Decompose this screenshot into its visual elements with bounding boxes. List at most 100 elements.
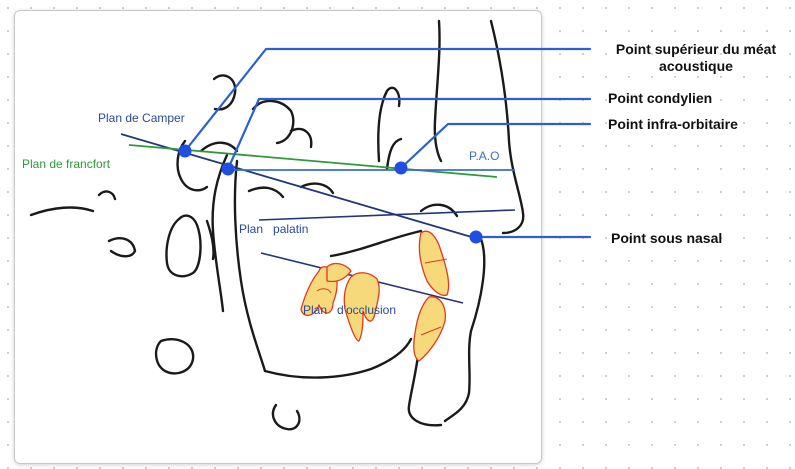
grid-dot — [582, 329, 584, 331]
grid-dot — [559, 30, 561, 32]
grid-dot — [7, 237, 9, 239]
francfort-plane-label: Plan de francfort — [22, 157, 111, 171]
grid-dot — [766, 421, 768, 423]
grid-dot — [628, 329, 630, 331]
grid-dot — [766, 260, 768, 262]
grid-dot — [7, 306, 9, 308]
label-meat-line2: acoustique — [659, 58, 733, 74]
grid-dot — [605, 7, 607, 9]
grid-dot — [628, 53, 630, 55]
grid-dot — [559, 191, 561, 193]
grid-dot — [743, 306, 745, 308]
grid-dot — [168, 7, 170, 9]
grid-dot — [743, 237, 745, 239]
cephalometric-figure-panel: Plan de Camper Plan de francfort P.A.O P… — [14, 10, 542, 464]
grid-dot — [582, 306, 584, 308]
grid-dot — [76, 7, 78, 9]
grid-dot — [513, 7, 515, 9]
grid-dot — [743, 214, 745, 216]
grid-dot — [559, 283, 561, 285]
grid-dot — [582, 214, 584, 216]
grid-dot — [651, 237, 653, 239]
landmark-points — [178, 144, 483, 244]
grid-dot — [674, 122, 676, 124]
grid-dot — [720, 398, 722, 400]
grid-dot — [720, 99, 722, 101]
grid-dot — [789, 30, 791, 32]
grid-dot — [99, 7, 101, 9]
grid-dot — [789, 191, 791, 193]
grid-dot — [628, 375, 630, 377]
plane-labels: Plan de Camper Plan de francfort P.A.O P… — [22, 111, 499, 317]
grid-dot — [582, 283, 584, 285]
camper-plane-label: Plan de Camper — [98, 111, 185, 125]
grid-dot — [743, 375, 745, 377]
grid-dot — [743, 168, 745, 170]
point-infra-orbitaire — [394, 161, 408, 175]
grid-dot — [651, 421, 653, 423]
grid-dot — [628, 237, 630, 239]
grid-dot — [674, 398, 676, 400]
grid-dot — [720, 306, 722, 308]
grid-dot — [697, 30, 699, 32]
grid-dot — [582, 7, 584, 9]
grid-dot — [720, 53, 722, 55]
grid-dot — [605, 30, 607, 32]
grid-dot — [789, 214, 791, 216]
grid-dot — [743, 53, 745, 55]
grid-dot — [651, 122, 653, 124]
upper-incisor-tooth — [418, 230, 450, 297]
grid-dot — [559, 168, 561, 170]
grid-dot — [789, 122, 791, 124]
grid-dot — [766, 7, 768, 9]
grid-dot — [628, 306, 630, 308]
grid-dot — [628, 7, 630, 9]
grid-dot — [651, 53, 653, 55]
grid-dot — [789, 398, 791, 400]
grid-dot — [605, 214, 607, 216]
grid-dot — [766, 168, 768, 170]
grid-dot — [582, 444, 584, 446]
grid-dot — [674, 76, 676, 78]
grid-dot — [789, 352, 791, 354]
point-meat-acoustique — [178, 144, 192, 158]
grid-dot — [651, 398, 653, 400]
grid-dot — [628, 122, 630, 124]
grid-dot — [651, 352, 653, 354]
grid-dot — [605, 421, 607, 423]
grid-dot — [283, 7, 285, 9]
grid-dot — [789, 444, 791, 446]
grid-dot — [605, 329, 607, 331]
grid-dot — [490, 7, 492, 9]
grid-dot — [536, 7, 538, 9]
grid-dot — [628, 30, 630, 32]
grid-dot — [743, 122, 745, 124]
label-infra-orbitaire: Point infra-orbitaire — [608, 116, 738, 132]
grid-dot — [743, 145, 745, 147]
grid-dot — [7, 76, 9, 78]
grid-dot — [674, 53, 676, 55]
molar-tooth — [343, 272, 380, 342]
grid-dot — [674, 191, 676, 193]
grid-dot — [628, 99, 630, 101]
grid-dot — [7, 53, 9, 55]
grid-dot — [674, 237, 676, 239]
grid-dot — [628, 352, 630, 354]
grid-dot — [582, 53, 584, 55]
grid-dot — [720, 421, 722, 423]
grid-dot — [398, 7, 400, 9]
grid-dot — [766, 306, 768, 308]
grid-dot — [720, 30, 722, 32]
grid-dot — [697, 191, 699, 193]
grid-dot — [559, 53, 561, 55]
grid-dot — [697, 375, 699, 377]
grid-dot — [7, 260, 9, 262]
grid-dot — [628, 145, 630, 147]
grid-dot — [260, 7, 262, 9]
grid-dot — [766, 122, 768, 124]
cephalometric-drawing: Plan de Camper Plan de francfort P.A.O P… — [22, 19, 525, 431]
grid-dot — [720, 260, 722, 262]
grid-dot — [743, 398, 745, 400]
tooth-details — [316, 258, 448, 336]
grid-dot — [651, 375, 653, 377]
